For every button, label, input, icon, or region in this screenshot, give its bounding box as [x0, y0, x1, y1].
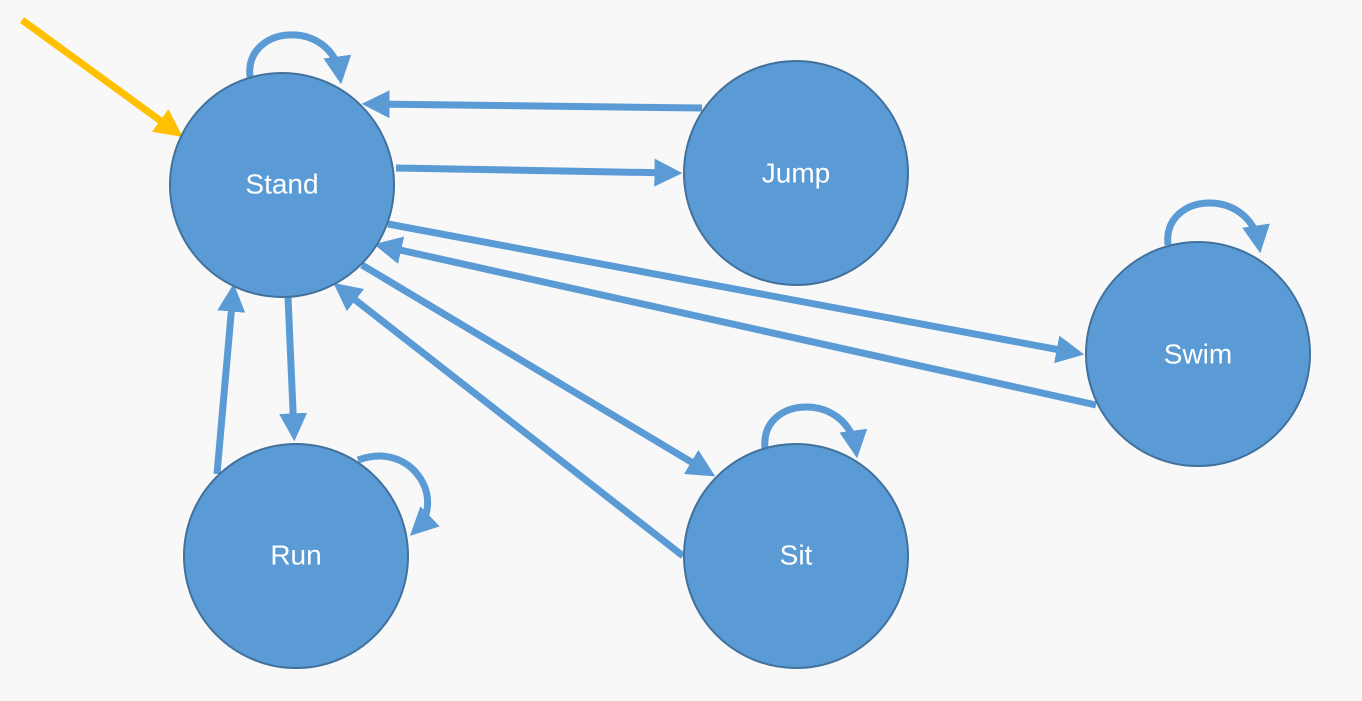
state-label-run: Run [270, 539, 321, 570]
state-label-swim: Swim [1164, 338, 1232, 369]
state-node-jump: Jump [683, 60, 909, 286]
edge-stand-to-swim [387, 220, 1085, 364]
self-loop-stand [246, 31, 352, 85]
state-node-run: Run [183, 443, 409, 669]
edge-stand-to-run [279, 296, 308, 442]
self-loop-swim [1164, 199, 1270, 254]
state-node-sit: Sit [683, 443, 909, 669]
edge-jump-to-stand [361, 90, 703, 119]
edge-swim-to-stand [373, 236, 1097, 409]
state-node-swim: Swim [1085, 241, 1311, 467]
state-label-stand: Stand [245, 168, 318, 199]
edge-stand-to-jump [395, 158, 683, 187]
state-label-jump: Jump [762, 157, 830, 188]
initial-state-arrow [19, 17, 183, 137]
self-loop-run [356, 452, 440, 536]
self-loop-sit [761, 403, 868, 459]
edge-stand-to-sit [360, 261, 716, 477]
edge-run-to-stand [213, 283, 246, 475]
state-label-sit: Sit [780, 539, 813, 570]
state-node-stand: Stand [169, 72, 395, 298]
edge-sit-to-stand [333, 282, 686, 559]
